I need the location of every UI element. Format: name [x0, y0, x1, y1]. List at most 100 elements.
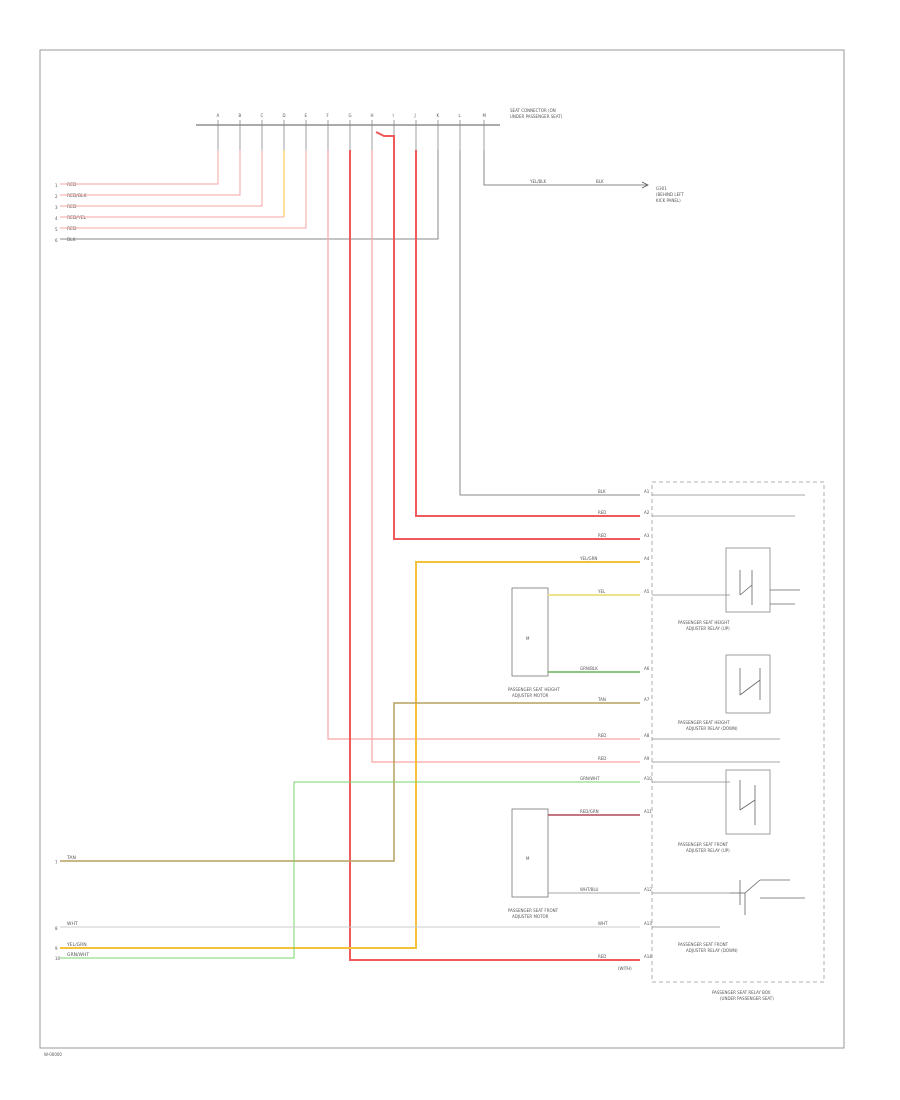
diagram-frame: [39, 49, 845, 1049]
left-label-5: RED: [67, 226, 77, 232]
left-num-2: 2: [55, 194, 58, 199]
left-label-8: WHT: [67, 921, 78, 927]
ground-label-line1: G301: [656, 186, 667, 191]
mw-label-a6: GRN/BLK: [580, 666, 598, 671]
motor1-symbol: M: [526, 636, 530, 641]
mw-label-a12: WHT/BLU: [580, 887, 599, 892]
mw-pin-a11: A11: [644, 809, 652, 814]
wire-grnwht-a10: [60, 781, 640, 959]
ground-arrow: [641, 181, 649, 189]
ground-label-line3: KICK PANEL): [656, 198, 681, 203]
left-num-5: 5: [55, 227, 58, 232]
top-left-wires: [60, 150, 439, 240]
mw-pin-a6: A6: [644, 666, 650, 671]
switch2-label-line1: PASSENGER SEAT HEIGHT: [678, 720, 730, 725]
wire-red-5: [60, 150, 307, 229]
left-label-4: RED/YEL: [67, 215, 87, 221]
relay-box-note: (WITH): [618, 966, 632, 971]
mw-label-a10: GRN/WHT: [580, 776, 600, 781]
switch1-label-line1: PASSENGER SEAT HEIGHT: [678, 620, 730, 625]
ground-wire-label2: BLK: [596, 179, 604, 184]
mw-pin-a7: A7: [644, 697, 650, 702]
ground-wire-label1: YEL/BLK: [529, 179, 547, 184]
connector-title-line2: UNDER PASSENGER SEAT): [510, 114, 563, 119]
mw-label-a3: RED: [598, 533, 606, 538]
connector-pin-label: M: [483, 113, 487, 118]
left-num-7: 7: [55, 860, 58, 865]
left-label-3: RED: [67, 204, 77, 210]
left-num-9: 9: [55, 946, 58, 951]
wire-red-1: [60, 150, 219, 185]
mw-pin-a14: A14: [644, 954, 652, 959]
motor1-label-line2: ADJUSTER MOTOR: [512, 693, 549, 698]
module-pin-labels: A1 A2 A3 A4 A5 A6 A7 A8 A9 A10 A11 A12 A…: [644, 489, 652, 959]
mw-pin-a10: A10: [644, 776, 652, 781]
ground-wire: [483, 150, 648, 186]
motor2-label-line2: ADJUSTER MOTOR: [512, 914, 549, 919]
connector-title-line1: SEAT CONNECTOR (ON: [510, 108, 556, 113]
motor2-label-line1: PASSENGER SEAT FRONT: [508, 908, 559, 913]
switch2-label-line2: ADJUSTER RELAY (DOWN): [686, 726, 738, 731]
height-adjuster-motor: M PASSENGER SEAT HEIGHT ADJUSTER MOTOR: [508, 587, 640, 698]
connector-pin-label: H: [371, 113, 374, 118]
mw-pin-a9: A9: [644, 756, 650, 761]
wire-yelgrn-a4: [60, 561, 640, 949]
left-label-9: YEL/GRN: [66, 942, 87, 948]
wire-blk-6: [60, 150, 439, 240]
connector-pin-label: E: [305, 113, 308, 118]
left-num-1: 1: [55, 183, 58, 188]
mw-pin-a8: A8: [644, 733, 650, 738]
left-num-6: 6: [55, 238, 58, 243]
relay-box-label-line1: PASSENGER SEAT RELAY BOX: [712, 990, 771, 995]
connector-pin-label: F: [327, 113, 330, 118]
wire-red-a14: [349, 150, 640, 961]
mw-label-a1: BLK: [598, 489, 606, 494]
switch4-label-line2: ADJUSTER RELAY (DOWN): [686, 948, 738, 953]
wire-red-3: [60, 150, 263, 207]
connector-pin-label: D: [283, 113, 286, 118]
footer-code: W-00000: [44, 1052, 62, 1057]
connector-pin-label: B: [239, 113, 242, 118]
connector-pin-label: G: [349, 113, 352, 118]
mw-label-a13: WHT: [598, 921, 608, 926]
mw-label-a2: RED: [598, 510, 606, 515]
left-label-1: RED: [67, 182, 77, 188]
left-num-3: 3: [55, 205, 58, 210]
left-label-2: RED/BLK: [67, 193, 88, 199]
switch1-label-line2: ADJUSTER RELAY (UP): [686, 626, 730, 631]
left-num-8: 8: [55, 926, 58, 931]
mw-label-a9: RED: [598, 756, 606, 761]
long-wires: [60, 131, 640, 961]
switch3-label-line1: PASSENGER SEAT FRONT: [678, 842, 729, 847]
mw-pin-a1: A1: [644, 489, 650, 494]
switch4-label-line1: PASSENGER SEAT FRONT: [678, 942, 729, 947]
left-label-6: BLK: [67, 237, 77, 243]
mw-label-a5: YEL: [597, 589, 606, 594]
connector-pin-label: I: [393, 113, 394, 118]
module-internal-lines: [652, 494, 805, 928]
left-num-4: 4: [55, 216, 58, 221]
mw-label-a4: YEL/GRN: [579, 556, 597, 561]
relay-box-label-line2: (UNDER PASSENGER SEAT): [720, 996, 774, 1001]
motor1-label-line1: PASSENGER SEAT HEIGHT: [508, 687, 560, 692]
wire-red-a3: [375, 131, 640, 540]
mw-label-a8: RED: [598, 733, 606, 738]
front-adjuster-motor: M PASSENGER SEAT FRONT ADJUSTER MOTOR: [508, 808, 640, 919]
mw-pin-a13: A13: [644, 921, 652, 926]
mw-pin-a12: A12: [644, 887, 652, 892]
ground-label-line2: (BEHIND LEFT: [656, 192, 684, 197]
wire-red-a9: [371, 150, 640, 763]
wire-redblk-2: [60, 150, 241, 196]
module-wire-labels: BLK RED RED YEL/GRN YEL GRN/BLK TAN RED …: [579, 489, 608, 959]
height-relay-up: PASSENGER SEAT HEIGHT ADJUSTER RELAY (UP…: [678, 547, 800, 631]
mw-label-a7: TAN: [597, 697, 606, 702]
connector-pin-label: K: [437, 113, 440, 118]
wire-red-a8: [327, 150, 640, 740]
connector-pin-label: J: [414, 113, 416, 118]
connector-pin-label: L: [459, 113, 462, 118]
switch3-label-line2: ADJUSTER RELAY (UP): [686, 848, 730, 853]
left-bottom-labels: TAN WHT YEL/GRN GRN/WHT 7 8 9 10: [55, 855, 89, 961]
mw-label-a14: RED: [598, 954, 606, 959]
